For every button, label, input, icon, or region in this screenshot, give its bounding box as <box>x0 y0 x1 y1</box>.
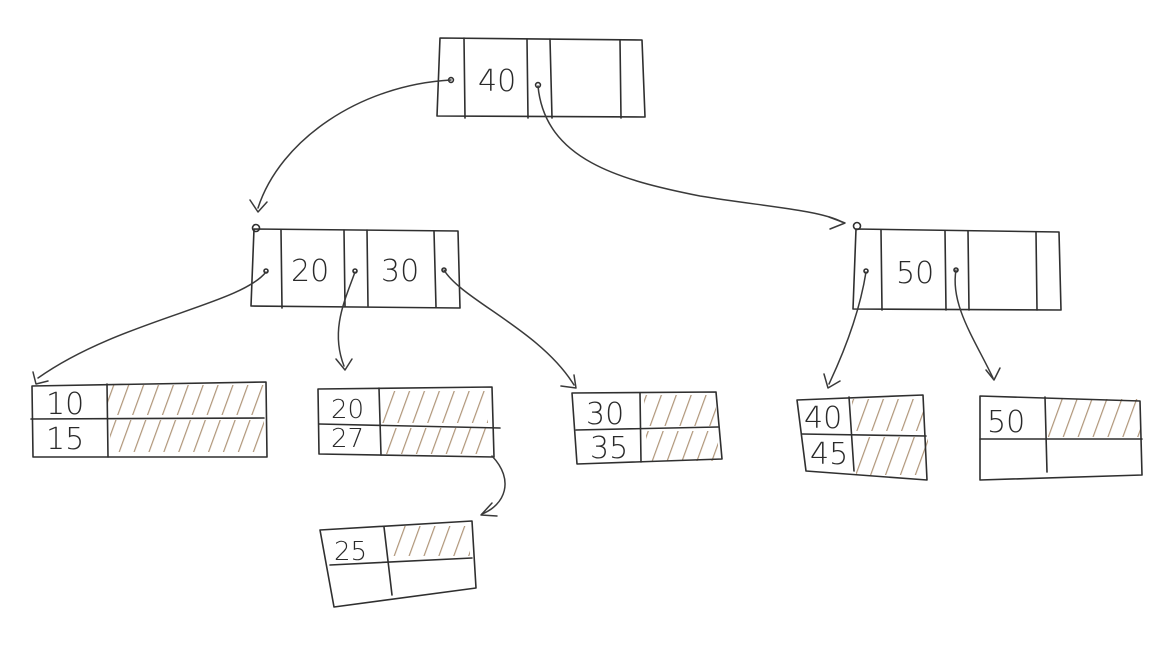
leaf-node-30-35: 30 35 <box>571 391 723 466</box>
internal-node-right: 50 <box>852 221 1062 311</box>
leaf-node-25: 25 <box>319 520 477 608</box>
leaf-10-key-0: 10 <box>46 387 84 422</box>
leaf-20-key-1: 27 <box>331 424 364 454</box>
arrow-to-leaf-20 <box>337 271 356 367</box>
arrow-root-to-right <box>537 85 843 223</box>
pointer-arrows <box>32 79 1001 517</box>
leaf-25-key-0: 25 <box>334 537 367 567</box>
leaf-40-key-1: 45 <box>810 437 848 472</box>
arrow-root-to-left <box>257 79 452 209</box>
internal-left-key-0: 20 <box>291 254 329 289</box>
leaf-50-key-0: 50 <box>987 405 1025 440</box>
root-key-0: 40 <box>478 64 516 99</box>
arrow-to-leaf-30 <box>443 269 575 386</box>
leaf-10-key-1: 15 <box>46 422 84 457</box>
leaf-node-10-15: 10 15 <box>30 381 268 458</box>
internal-left-key-1: 30 <box>381 254 419 289</box>
internal-left-ptr2-dot <box>441 267 447 273</box>
arrow-to-leaf-25 <box>481 455 506 515</box>
internal-node-left: 20 30 <box>250 223 461 309</box>
leaf-40-key-0: 40 <box>804 401 842 436</box>
leaf-node-50: 50 <box>979 395 1143 481</box>
leaf-30-key-1: 35 <box>590 431 628 466</box>
leaf-node-20-27: 20 27 <box>317 386 501 458</box>
arrow-to-leaf-50 <box>954 269 994 379</box>
root-node: 40 <box>436 37 646 119</box>
leaf-node-40-45: 40 45 <box>796 394 928 481</box>
internal-right-key-0: 50 <box>896 256 934 291</box>
leaf-20-key-0: 20 <box>331 395 364 425</box>
leaf-30-key-0: 30 <box>586 397 624 432</box>
internal-left-anchor-dot <box>251 223 261 233</box>
arrow-to-leaf-40 <box>828 271 867 385</box>
arrow-to-leaf-10 <box>37 271 267 379</box>
internal-right-anchor-dot <box>852 221 862 231</box>
